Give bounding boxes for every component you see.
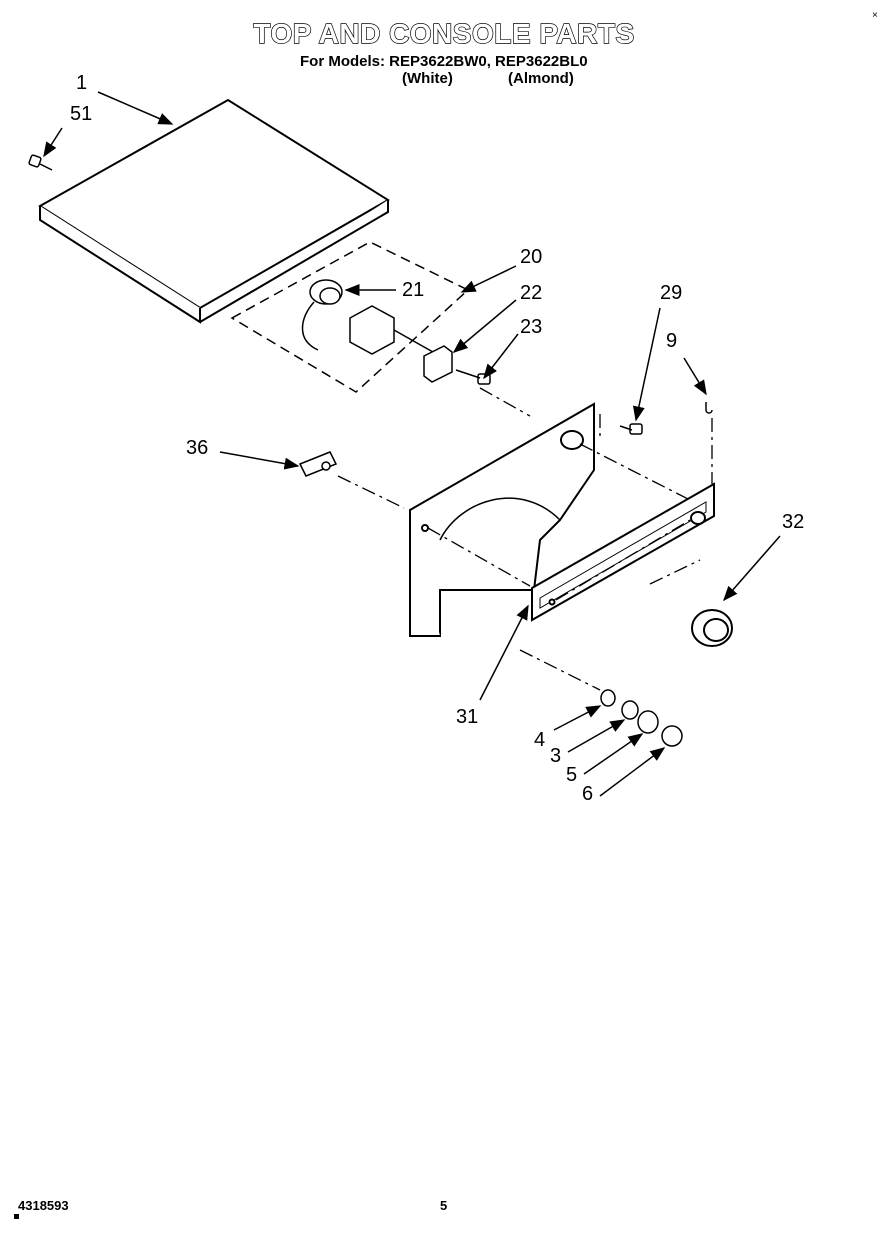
screw-29 xyxy=(619,423,643,435)
page-number: 5 xyxy=(440,1198,448,1213)
callout-9: 9 xyxy=(666,330,678,352)
timer-group-outline xyxy=(230,241,470,393)
models-line: For Models: REP3622BW0, REP3622BL0 xyxy=(300,53,588,70)
callout-4: 4 xyxy=(534,729,546,751)
registration-mark xyxy=(14,1214,19,1219)
callout-29: 29 xyxy=(660,282,683,304)
callout-1: 1 xyxy=(76,72,88,94)
callout-22: 22 xyxy=(520,282,543,304)
callout-36: 36 xyxy=(186,437,209,459)
callout-6: 6 xyxy=(582,783,594,805)
color-label-white: (White) xyxy=(402,70,453,87)
color-label-almond: (Almond) xyxy=(508,70,574,87)
small-parts xyxy=(600,689,683,747)
console-trim xyxy=(531,482,715,622)
callout-32: 32 xyxy=(782,511,805,533)
switch-36 xyxy=(298,451,338,477)
callout-21: 21 xyxy=(402,279,425,301)
callout-23: 23 xyxy=(520,316,543,338)
knob-32 xyxy=(691,609,733,647)
screw-51 xyxy=(28,154,53,171)
timer-block xyxy=(349,305,441,357)
callout-51: 51 xyxy=(70,103,93,125)
timer-bracket xyxy=(423,345,491,385)
leader-arrows xyxy=(43,91,781,797)
callout-3: 3 xyxy=(550,745,562,767)
callout-5: 5 xyxy=(566,764,578,786)
footer-part-number: 4318593 xyxy=(18,1198,69,1213)
corner-mark: × xyxy=(872,10,878,21)
console-panel xyxy=(409,402,595,637)
callout-31: 31 xyxy=(456,706,479,728)
clip-9 xyxy=(705,402,713,414)
page-title: TOP AND CONSOLE PARTS xyxy=(253,17,635,49)
top-panel xyxy=(38,98,390,324)
connection-lines xyxy=(337,387,713,691)
timer-motor xyxy=(301,279,343,351)
callout-20: 20 xyxy=(520,246,543,268)
